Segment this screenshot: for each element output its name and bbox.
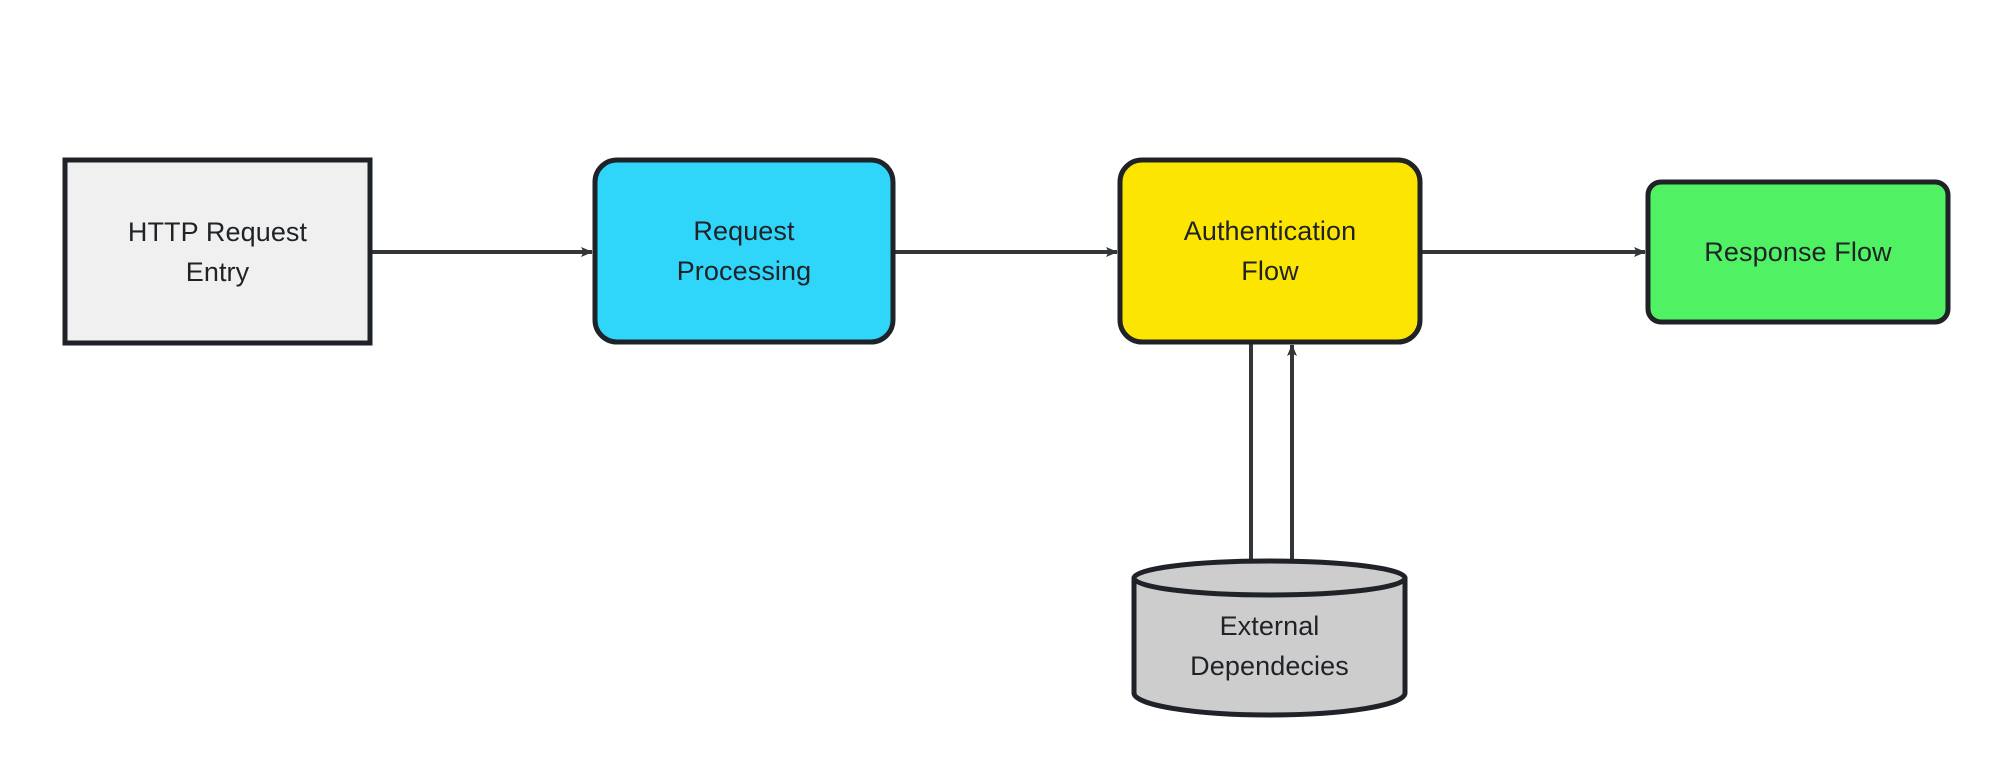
node-http-request-entry[interactable] (62, 157, 373, 346)
cylinder-body (1131, 575, 1408, 718)
node-authentication-flow[interactable] (1117, 157, 1423, 345)
edge-layer (370, 247, 1646, 579)
node-response-flow[interactable] (1645, 179, 1951, 325)
node-external-dependencies[interactable] (1131, 558, 1408, 718)
cylinder-top (1131, 558, 1408, 598)
node-request-processing[interactable] (592, 157, 896, 345)
node-layer (62, 157, 1951, 718)
